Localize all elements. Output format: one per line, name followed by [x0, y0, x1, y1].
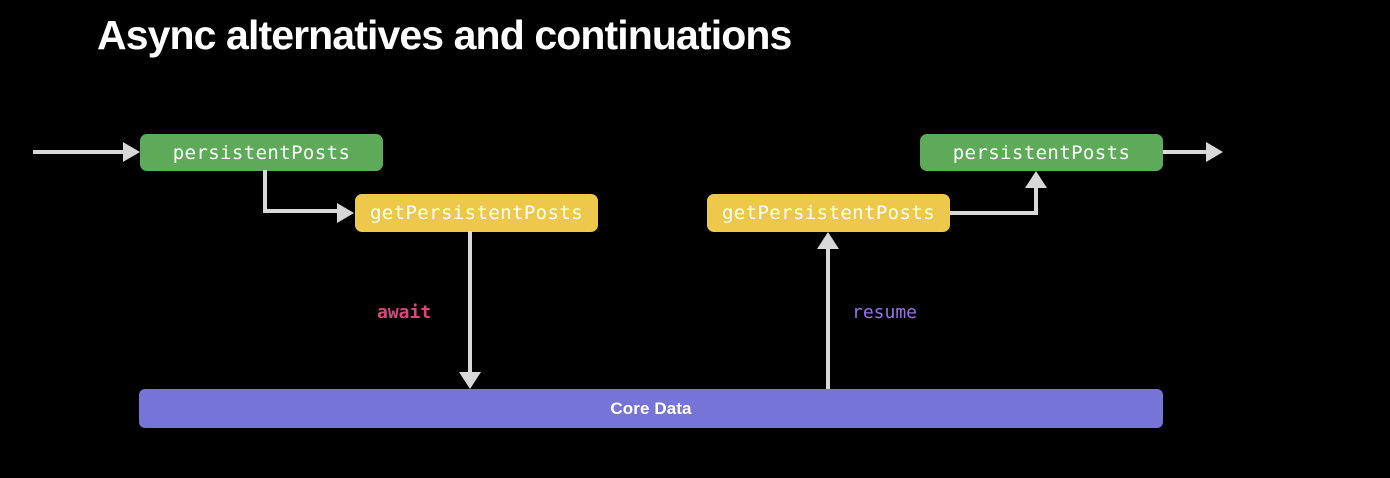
green-left-to-yellow-left-vertical [263, 170, 267, 213]
resume-arrow-line [826, 248, 830, 389]
node-get-persistent-posts-right[interactable]: getPersistentPosts [707, 194, 950, 232]
entry-arrow-line [33, 150, 125, 154]
await-arrow-line [468, 231, 472, 377]
node-persistent-posts-left[interactable]: persistentPosts [140, 134, 383, 171]
yellow-right-to-green-right-horizontal [950, 211, 1038, 215]
resume-arrow-head-icon [817, 232, 839, 249]
core-data-bar[interactable]: Core Data [139, 389, 1163, 428]
node-persistent-posts-right[interactable]: persistentPosts [920, 134, 1163, 171]
await-arrow-head-icon [459, 372, 481, 389]
exit-arrow-head-icon [1206, 142, 1223, 162]
yellow-right-to-green-right-vertical [1034, 188, 1038, 213]
node-get-persistent-posts-left[interactable]: getPersistentPosts [355, 194, 598, 232]
exit-arrow-line [1163, 150, 1208, 154]
edge-label-await: await [377, 302, 432, 323]
green-left-to-yellow-left-horizontal [263, 209, 339, 213]
edge-label-resume: resume [852, 302, 918, 323]
yellow-right-to-green-right-arrow-head-icon [1025, 171, 1047, 188]
entry-arrow-head-icon [123, 142, 140, 162]
page-title: Async alternatives and continuations [97, 12, 792, 58]
green-left-to-yellow-left-arrow-head-icon [337, 203, 354, 223]
